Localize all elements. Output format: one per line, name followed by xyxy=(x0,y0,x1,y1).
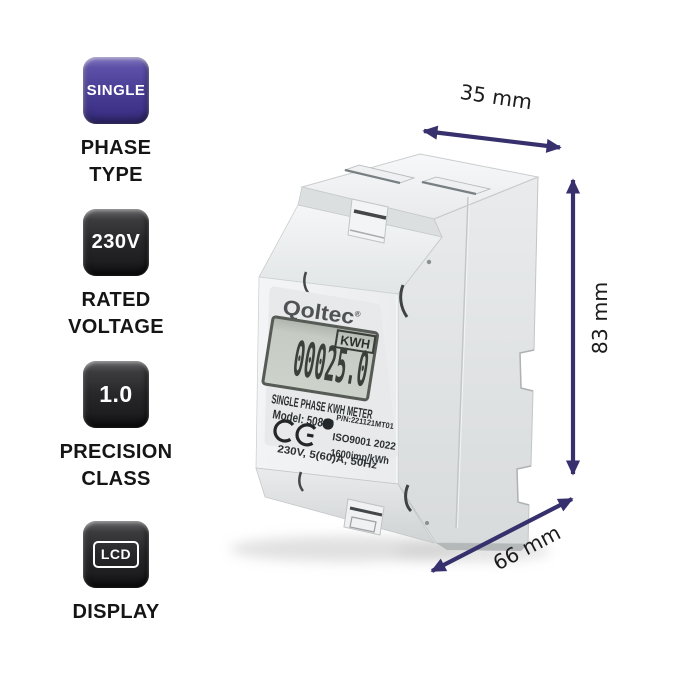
cover-hook-right xyxy=(399,284,409,318)
lcd-display-caption: DISPLAY xyxy=(72,601,160,623)
din-notch-bottom xyxy=(516,465,532,506)
dimension-annotations xyxy=(422,125,581,573)
lcd-value: 00025.0 xyxy=(290,330,373,398)
top-cover-clip xyxy=(347,198,389,244)
side-top-edge xyxy=(433,176,539,220)
width-dimension-arrow xyxy=(422,125,562,153)
height-dimension-label: 83 mm xyxy=(588,282,612,355)
bottom-hook-right xyxy=(404,484,413,513)
din-notch-top xyxy=(519,349,535,392)
bottom-clip-button xyxy=(349,516,377,533)
depth-dimension-arrow xyxy=(430,497,574,573)
lcd-screen: KWH 00025.0 xyxy=(261,315,379,402)
rated-voltage-badge: 230V xyxy=(83,209,149,276)
bottom-hook-left xyxy=(298,471,305,492)
bottom-clip-slot xyxy=(349,506,383,517)
phase-type-badge: SINGLE xyxy=(83,57,149,124)
screw-dot-bottom xyxy=(425,521,429,525)
lcd-bezel xyxy=(261,315,379,402)
top-clip-edge xyxy=(349,229,385,239)
lcd-display-badge: LCD xyxy=(83,521,149,588)
lcd-display-value: LCD xyxy=(92,541,140,568)
width-dimension-label: 35 mm xyxy=(458,80,533,114)
ce-mark-icon xyxy=(273,419,317,447)
lcd-unit-box xyxy=(334,329,377,355)
precision-class-value: 1.0 xyxy=(99,381,133,407)
terminal-slot-left-shadow xyxy=(344,168,401,185)
phase-type-value: SINGLE xyxy=(86,82,146,99)
screw-dot-top xyxy=(426,259,432,265)
lcd-unit-label: KWH xyxy=(339,332,371,352)
rated-voltage-value: 230V xyxy=(91,231,141,253)
meter-front-panel: Qoltec® KWH 00025.0 SINGLE PHASE KWH MET… xyxy=(261,286,398,472)
terminal-slot-right-shadow xyxy=(421,180,477,196)
metrology-dot xyxy=(322,418,334,430)
precision-class-badge: 1.0 xyxy=(83,361,149,428)
side-seam-highlight xyxy=(457,196,470,529)
top-clip-slot xyxy=(353,209,387,220)
side-seam xyxy=(455,196,469,529)
spec-lcd-display: LCD DISPLAY xyxy=(36,521,196,626)
